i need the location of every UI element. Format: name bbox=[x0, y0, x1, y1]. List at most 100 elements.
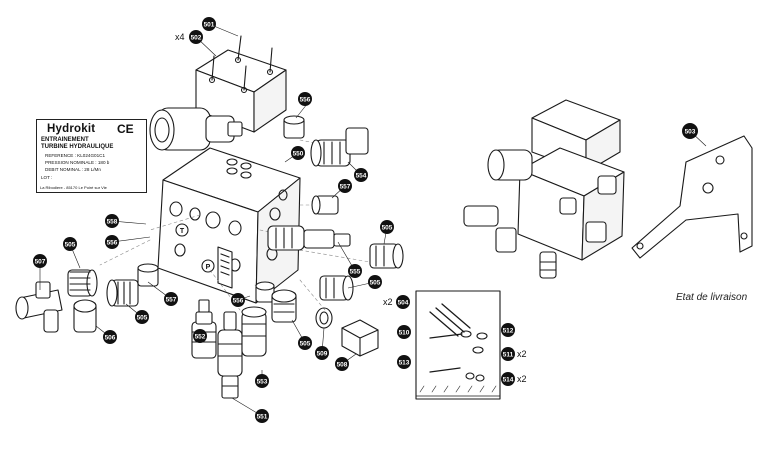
plug-557-right bbox=[311, 195, 339, 215]
callout-557-right: 557 bbox=[338, 179, 352, 193]
svg-text:505: 505 bbox=[382, 225, 393, 232]
svg-text:507: 507 bbox=[35, 259, 46, 266]
callout-511: 511 bbox=[501, 347, 515, 361]
t-port-marker bbox=[175, 223, 189, 237]
cartridge-551 bbox=[217, 311, 243, 399]
product-nameplate: Hydrokit CE ENTRAINEMENT TURBINE HYDRAUL… bbox=[36, 119, 147, 193]
svg-text:557: 557 bbox=[166, 297, 177, 304]
plug-556-bottom bbox=[255, 281, 275, 303]
svg-text:503: 503 bbox=[685, 129, 696, 136]
qty-514: x2 bbox=[517, 374, 527, 384]
cartridge-552 bbox=[191, 299, 217, 359]
connector-508 bbox=[341, 319, 379, 357]
fitting-507 bbox=[15, 281, 63, 333]
qty-502: x4 bbox=[175, 32, 185, 42]
callouts: 501 502 556 550 554 557 558 556 505 507 … bbox=[33, 17, 698, 423]
callout-552: 552 bbox=[193, 329, 207, 343]
plug-557-left bbox=[137, 263, 159, 287]
callout-555: 555 bbox=[348, 264, 362, 278]
callout-513: 513 bbox=[397, 355, 411, 369]
callout-506: 506 bbox=[103, 330, 117, 344]
t-port-label: T bbox=[180, 228, 185, 235]
svg-text:556: 556 bbox=[233, 298, 244, 305]
svg-text:556: 556 bbox=[300, 97, 311, 104]
seal-509 bbox=[315, 307, 333, 329]
callout-557-left: 557 bbox=[164, 292, 178, 306]
assembled-unit bbox=[463, 99, 625, 279]
callout-503: 503 bbox=[682, 123, 698, 139]
qty-504: x2 bbox=[383, 297, 393, 307]
svg-text:505: 505 bbox=[137, 315, 148, 322]
callout-556-bottom: 556 bbox=[231, 293, 245, 307]
fitting-505-right-top bbox=[369, 243, 404, 269]
callout-554: 554 bbox=[354, 168, 368, 182]
p-port-label: P bbox=[206, 264, 211, 271]
svg-text:505: 505 bbox=[65, 242, 76, 249]
svg-text:558: 558 bbox=[107, 219, 118, 226]
svg-text:556: 556 bbox=[107, 240, 118, 247]
callout-550: 550 bbox=[291, 146, 305, 160]
svg-text:508: 508 bbox=[337, 362, 348, 369]
plate-lot: LOT : bbox=[41, 175, 53, 180]
callout-514: 514 bbox=[501, 372, 515, 386]
plate-reference: REFERENCE : KL024G01C1 bbox=[45, 153, 105, 158]
mounting-plate bbox=[631, 135, 753, 259]
callout-502: 502 bbox=[189, 30, 203, 44]
svg-text:555: 555 bbox=[350, 269, 361, 276]
callout-507: 507 bbox=[33, 254, 47, 268]
fitting-506 bbox=[73, 299, 97, 333]
callout-504: 504 bbox=[396, 295, 410, 309]
fitting-505-bottom bbox=[271, 289, 297, 323]
qty-511: x2 bbox=[517, 349, 527, 359]
callout-509: 509 bbox=[315, 346, 329, 360]
callout-505-mid: 505 bbox=[135, 310, 149, 324]
callout-508: 508 bbox=[335, 357, 349, 371]
p-port-marker bbox=[201, 259, 215, 273]
svg-text:557: 557 bbox=[340, 184, 351, 191]
callout-505-left: 505 bbox=[63, 237, 77, 251]
callout-556-top: 556 bbox=[298, 92, 312, 106]
cartridge-555 bbox=[267, 225, 351, 251]
cartridge-554 bbox=[310, 127, 369, 167]
callout-501: 501 bbox=[202, 17, 216, 31]
cartridge-553 bbox=[241, 306, 267, 357]
brand-name: Hydrokit bbox=[47, 123, 96, 135]
svg-text:513: 513 bbox=[399, 360, 410, 367]
svg-text:509: 509 bbox=[317, 351, 328, 358]
svg-text:505: 505 bbox=[370, 280, 381, 287]
directional-valve-top bbox=[149, 35, 287, 151]
plate-line1: ENTRAINEMENT bbox=[41, 137, 89, 143]
callout-512: 512 bbox=[501, 323, 515, 337]
svg-text:505: 505 bbox=[300, 341, 311, 348]
ce-mark: CE bbox=[117, 122, 134, 136]
svg-text:510: 510 bbox=[399, 330, 410, 337]
fitting-505-left bbox=[67, 269, 98, 297]
svg-text:553: 553 bbox=[257, 379, 268, 386]
callout-553: 553 bbox=[255, 374, 269, 388]
svg-text:512: 512 bbox=[503, 328, 514, 335]
callout-505-bottom: 505 bbox=[298, 336, 312, 350]
callout-505-right-top: 505 bbox=[380, 220, 394, 234]
manifold-block bbox=[157, 147, 301, 304]
fitting-505-mid bbox=[106, 279, 139, 307]
plug-556-top bbox=[283, 115, 305, 139]
svg-text:550: 550 bbox=[293, 151, 304, 158]
plate-pressure: PRESSION NOMINALE : 180 b bbox=[45, 160, 110, 165]
plate-flow: DEBIT NOMINAL : 28 L/Mn bbox=[45, 167, 101, 172]
svg-text:514: 514 bbox=[503, 377, 514, 384]
svg-text:502: 502 bbox=[191, 35, 202, 42]
plate-line2: TURBINE HYDRAULIQUE bbox=[41, 144, 114, 150]
hardware-kit bbox=[415, 290, 501, 400]
svg-text:552: 552 bbox=[195, 334, 206, 341]
svg-text:511: 511 bbox=[503, 352, 514, 359]
callout-505-right-bottom: 505 bbox=[368, 275, 382, 289]
svg-text:551: 551 bbox=[257, 414, 268, 421]
callout-556-left: 556 bbox=[105, 235, 119, 249]
callout-558: 558 bbox=[105, 214, 119, 228]
svg-text:554: 554 bbox=[356, 173, 367, 180]
svg-text:504: 504 bbox=[398, 300, 409, 307]
svg-text:506: 506 bbox=[105, 335, 116, 342]
callout-510: 510 bbox=[397, 325, 411, 339]
callout-551: 551 bbox=[255, 409, 269, 423]
